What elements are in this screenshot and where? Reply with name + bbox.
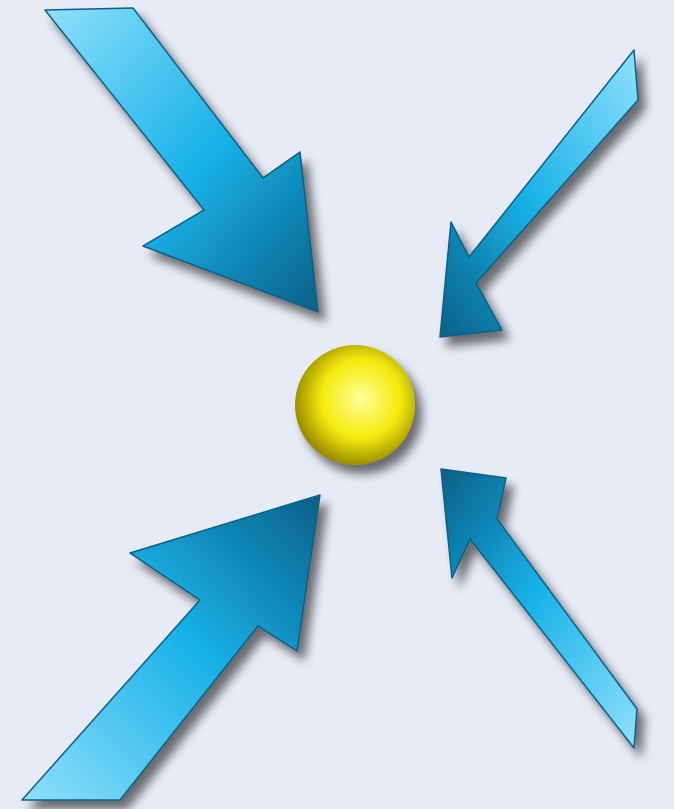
center-dot	[295, 345, 415, 465]
